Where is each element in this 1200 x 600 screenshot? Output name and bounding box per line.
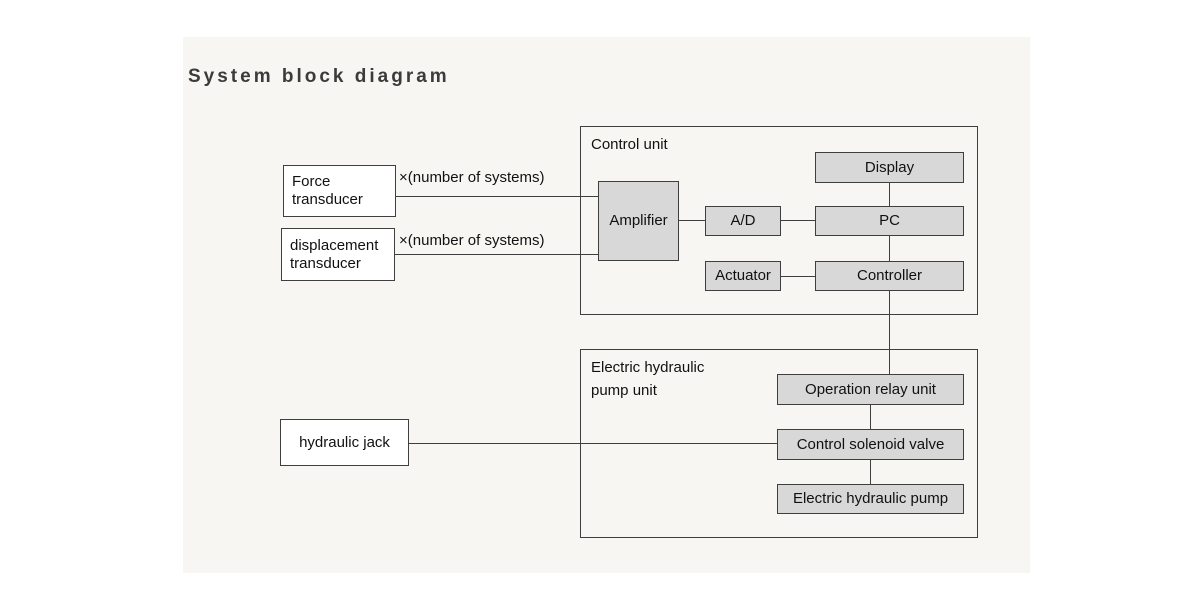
node-pc: PC [815,206,964,236]
node-ad-converter: A/D [705,206,781,236]
displacement-multiplier-annotation: ×(number of systems) [399,232,545,249]
page-title: System block diagram [188,66,450,87]
connector-amplifier-to-ad [679,220,705,221]
hydraulic-jack-label: hydraulic jack [299,433,390,451]
node-control-solenoid-valve: Control solenoid valve [777,429,964,460]
connector-actuator-to-controller [781,276,815,277]
ad-converter-label: A/D [730,212,756,229]
connector-force-to-amplifier [396,196,598,197]
displacement-transducer-label-line1: displacement [290,236,379,254]
control-unit-label: Control unit [591,136,668,153]
node-operation-relay-unit: Operation relay unit [777,374,964,405]
node-amplifier: Amplifier [598,181,679,261]
pump-unit-label-line2: pump unit [591,382,657,400]
node-force-transducer: Force transducer [283,165,396,217]
connector-pc-to-controller [889,236,890,261]
pump-unit-label-line1: Electric hydraulic [591,359,705,376]
node-actuator: Actuator [705,261,781,291]
connector-controller-to-relay [889,291,890,374]
display-label: Display [864,158,915,176]
connector-solenoid-to-pump [870,460,871,484]
connector-displacement-to-amplifier [395,254,598,255]
amplifier-label: Amplifier [609,212,668,229]
controller-label: Controller [856,267,923,284]
pc-label: PC [879,212,900,229]
connector-jack-to-solenoid [409,443,777,444]
actuator-label: Actuator [715,267,771,284]
displacement-transducer-label-line2: transducer [290,254,361,272]
electric-hydraulic-pump-label: Electric hydraulic pump [792,490,949,507]
node-display: Display [815,152,964,183]
operation-relay-unit-label: Operation relay unit [805,380,936,398]
connector-display-to-pc [889,183,890,206]
force-multiplier-annotation: ×(number of systems) [399,169,545,186]
control-solenoid-valve-label: Control solenoid valve [796,435,945,453]
pump-unit-group: Electric hydraulic pump unit [580,349,978,538]
node-hydraulic-jack: hydraulic jack [280,419,409,466]
force-transducer-label-line2: transducer [292,191,363,208]
connector-relay-to-solenoid [870,405,871,429]
node-controller: Controller [815,261,964,291]
force-transducer-label-line1: Force [292,173,331,190]
control-unit-group: Control unit [580,126,978,315]
connector-ad-to-pc [781,220,815,221]
node-electric-hydraulic-pump: Electric hydraulic pump [777,484,964,514]
node-displacement-transducer: displacement transducer [281,228,395,281]
pump-unit-label: Electric hydraulic pump unit [591,356,704,403]
